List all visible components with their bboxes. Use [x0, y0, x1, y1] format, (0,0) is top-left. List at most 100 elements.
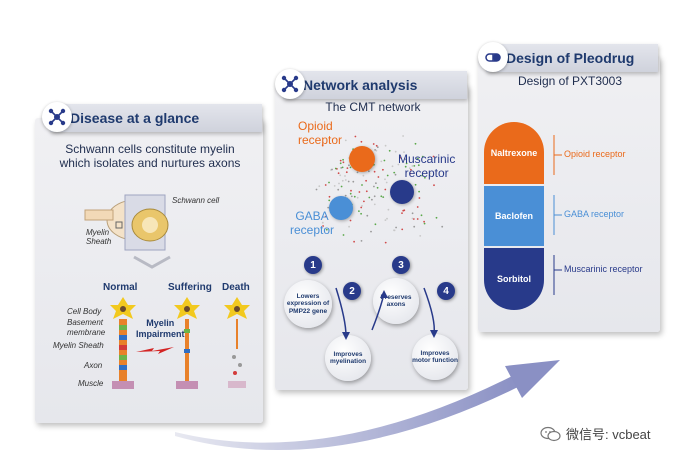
- neuron-death-illustration: [224, 297, 250, 388]
- network-dot: [372, 143, 375, 145]
- stage-death: Death: [222, 282, 250, 293]
- network-dot: [380, 195, 383, 198]
- muscarinic-node: [390, 180, 414, 204]
- network-dot: [339, 159, 342, 162]
- network-dot: [384, 144, 387, 147]
- network-dot: [360, 240, 363, 242]
- network-dot: [387, 208, 390, 211]
- gaba-target-label: GABA receptor: [564, 209, 625, 219]
- network-dot: [356, 171, 359, 174]
- network-dot: [401, 212, 403, 214]
- network-dot: [376, 186, 379, 189]
- watermark: 微信号: vcbeat: [540, 424, 651, 443]
- myelin-label-line1: Myelin: [86, 228, 110, 237]
- network-dot: [401, 228, 404, 231]
- network-subtitle: The CMT network: [325, 100, 421, 114]
- network-dot: [327, 206, 330, 209]
- pleodrug-panel-title: Design of Pleodrug: [506, 50, 635, 66]
- network-dot: [411, 217, 414, 220]
- step-4-bubble: Improves motor function: [412, 334, 458, 380]
- pill-sorbitol: Sorbitol: [484, 248, 544, 310]
- anatomy-basement: Basement: [67, 318, 104, 327]
- network-dot: [375, 149, 378, 152]
- network-dot: [432, 155, 435, 158]
- opioid-node: [349, 146, 375, 172]
- network-dot: [383, 159, 386, 162]
- network-dot: [414, 183, 417, 186]
- step-3-number: 3: [392, 256, 410, 274]
- network-dot: [321, 144, 324, 147]
- muscarinic-label-2: receptor: [404, 165, 449, 180]
- network-dot: [373, 195, 376, 198]
- network-dot: [376, 146, 379, 149]
- network-dot: [429, 172, 432, 175]
- network-dot: [397, 163, 400, 166]
- network-scatter: [315, 135, 444, 244]
- network-dot: [353, 195, 356, 198]
- network-dot: [344, 139, 347, 142]
- step-4-number: 4: [437, 282, 455, 300]
- network-dot: [350, 195, 353, 198]
- network-dot: [418, 197, 421, 199]
- network-icon: [275, 69, 305, 99]
- network-dot: [421, 174, 423, 177]
- step-1-number: 1: [304, 256, 322, 274]
- anatomy-membrane: membrane: [67, 328, 106, 337]
- pleodrug-panel-header: Design of Pleodrug: [478, 42, 658, 72]
- stage-normal: Normal: [103, 282, 138, 293]
- network-dot: [385, 181, 388, 184]
- network-dot: [352, 180, 355, 183]
- network-dot: [363, 200, 365, 203]
- network-dot: [417, 164, 420, 167]
- myelin-sheath-label: Myelin Sheath: [86, 228, 111, 246]
- network-dot: [366, 214, 369, 217]
- network-dot: [441, 225, 444, 228]
- schwann-cell-illustration: [84, 194, 169, 251]
- impairment-line1: Myelin: [146, 318, 175, 328]
- network-dot: [404, 158, 407, 161]
- watermark-text: 微信号: vcbeat: [566, 427, 651, 442]
- network-dot: [395, 226, 397, 229]
- network-dot: [384, 219, 387, 221]
- network-dot: [350, 189, 352, 192]
- disease-panel-header: Disease at a glance: [42, 102, 262, 132]
- network-dot: [409, 172, 412, 175]
- step-1-bubble: Lowers expression of PMP22 gene: [284, 280, 332, 328]
- network-dot: [339, 174, 342, 177]
- network-dot: [413, 165, 416, 167]
- network-dot: [380, 160, 383, 163]
- network-dot: [414, 142, 417, 145]
- anatomy-myelin-sheath: Myelin Sheath: [53, 341, 104, 350]
- network-dot: [375, 182, 377, 185]
- gaba-receptor-label: GABA receptor: [290, 209, 334, 238]
- network-dot: [358, 191, 361, 193]
- network-dot: [402, 135, 404, 137]
- opioid-receptor-label: Opioid receptor: [298, 119, 342, 148]
- network-dot: [410, 168, 412, 171]
- network-dot: [423, 222, 426, 225]
- anatomy-axon: Axon: [84, 361, 103, 370]
- muscarinic-label-1: Muscarinic: [398, 152, 456, 166]
- opioid-target-label: Opioid receptor: [564, 149, 626, 159]
- network-dot: [393, 229, 395, 232]
- network-dot: [349, 219, 352, 222]
- network-dot: [361, 205, 363, 207]
- pleodrug-subtitle: Design of PXT3003: [517, 74, 623, 88]
- network-dot: [318, 185, 321, 188]
- network-dot: [337, 172, 340, 175]
- network-dot: [360, 206, 363, 209]
- step-2-bubble: Improves myelination: [325, 335, 371, 381]
- network-dot: [370, 230, 372, 233]
- wechat-icon: [540, 426, 561, 441]
- network-dot: [405, 162, 408, 165]
- disease-subtitle-line1: Schwann cells constitute myelin: [65, 142, 235, 156]
- network-dot: [321, 221, 324, 224]
- network-dot: [411, 212, 414, 215]
- network-dot: [388, 149, 391, 152]
- gaba-label-1: GABA: [295, 209, 329, 223]
- stage-suffering: Suffering: [168, 282, 212, 293]
- network-dot: [423, 220, 425, 223]
- network-dot: [417, 157, 419, 160]
- network-dot: [356, 196, 359, 199]
- network-dot: [324, 215, 327, 218]
